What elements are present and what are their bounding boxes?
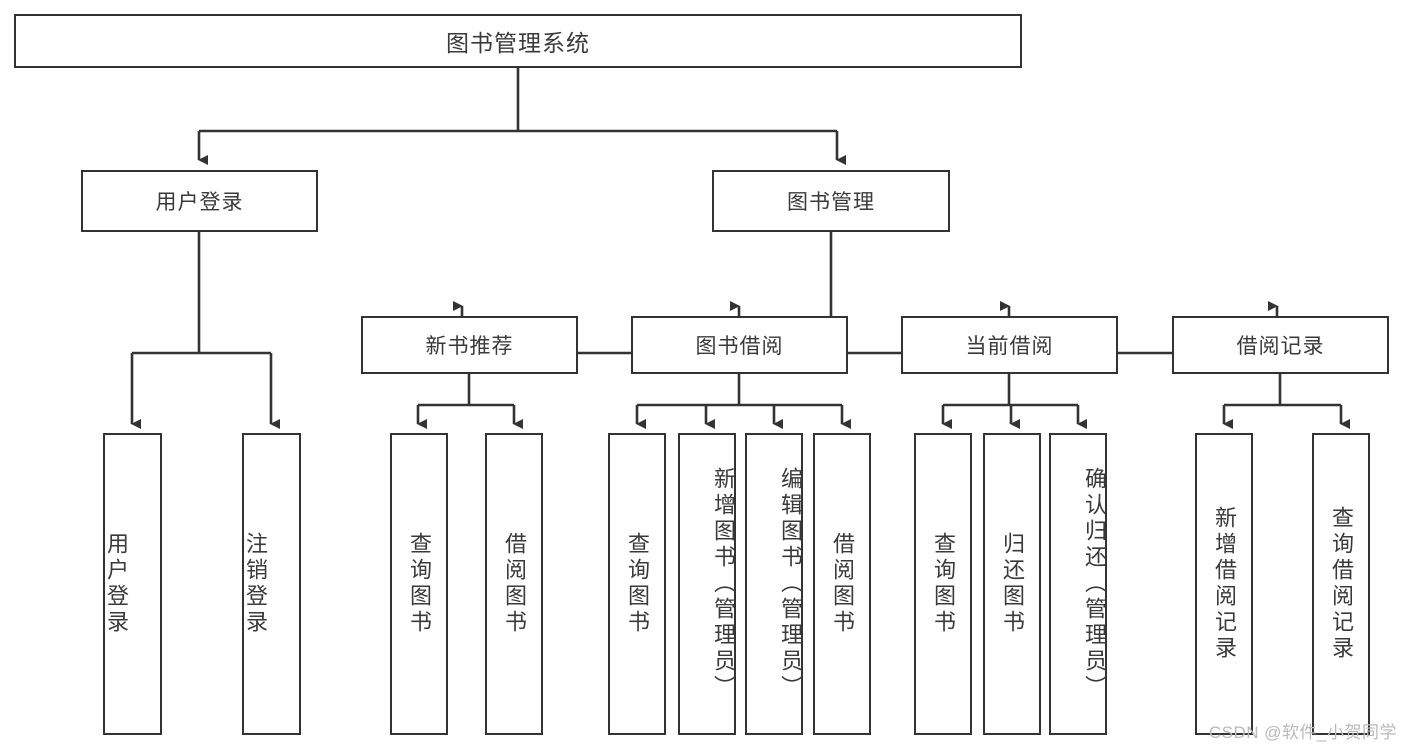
node-label: 用户登录 xyxy=(155,191,244,214)
node-label: 查询图书 xyxy=(625,532,650,636)
node-label: 新增图书（管理员） xyxy=(711,467,736,701)
node-user-login[interactable]: 用户登录 xyxy=(81,170,318,232)
node-label: 查询借阅记录 xyxy=(1329,506,1354,662)
leaf-book-borrow-query-book[interactable]: 查询图书 xyxy=(608,433,666,735)
leaf-book-borrow-edit-book-admin[interactable]: 编辑图书（管理员） xyxy=(745,433,803,735)
leaf-book-borrow-add-book-admin[interactable]: 新增图书（管理员） xyxy=(678,433,736,735)
leaf-current-borrow-query-book[interactable]: 查询图书 xyxy=(914,433,972,735)
node-label: 查询图书 xyxy=(407,532,432,636)
node-label: 借阅记录 xyxy=(1236,335,1325,358)
watermark: CSDN @软件_小贺同学 xyxy=(1208,723,1397,742)
leaf-current-borrow-return-book[interactable]: 归还图书 xyxy=(983,433,1041,735)
node-label: 用户登录 xyxy=(104,532,129,636)
leaf-book-borrow-borrow-book[interactable]: 借阅图书 xyxy=(813,433,871,735)
leaf-new-book-query-book[interactable]: 查询图书 xyxy=(390,433,448,735)
node-label: 编辑图书（管理员） xyxy=(778,467,803,701)
leaf-borrow-record-add-record[interactable]: 新增借阅记录 xyxy=(1195,433,1253,735)
node-new-book-recommend[interactable]: 新书推荐 xyxy=(361,316,578,374)
node-label: 借阅图书 xyxy=(830,532,855,636)
node-label: 查询图书 xyxy=(931,532,956,636)
leaf-borrow-record-query-record[interactable]: 查询借阅记录 xyxy=(1312,433,1370,735)
node-label: 新增借阅记录 xyxy=(1212,506,1237,662)
node-label: 图书管理系统 xyxy=(446,30,590,56)
node-label: 图书借阅 xyxy=(695,335,784,358)
node-label: 注销登录 xyxy=(243,532,268,636)
node-label: 确认归还（管理员） xyxy=(1082,467,1107,701)
leaf-user-login-signout[interactable]: 注销登录 xyxy=(242,433,301,735)
node-root-book-management-system[interactable]: 图书管理系统 xyxy=(14,14,1022,68)
node-borrow-record[interactable]: 借阅记录 xyxy=(1172,316,1389,374)
node-current-borrow[interactable]: 当前借阅 xyxy=(901,316,1118,374)
node-label: 新书推荐 xyxy=(425,335,514,358)
leaf-new-book-borrow-book[interactable]: 借阅图书 xyxy=(485,433,543,735)
node-label: 归还图书 xyxy=(1000,532,1025,636)
node-label: 图书管理 xyxy=(787,191,875,214)
leaf-user-login-signin[interactable]: 用户登录 xyxy=(103,433,162,735)
node-label: 当前借阅 xyxy=(965,335,1054,358)
node-book-management[interactable]: 图书管理 xyxy=(712,170,950,232)
node-label: 借阅图书 xyxy=(502,532,527,636)
node-book-borrow[interactable]: 图书借阅 xyxy=(631,316,848,374)
leaf-current-borrow-confirm-return-admin[interactable]: 确认归还（管理员） xyxy=(1049,433,1107,735)
